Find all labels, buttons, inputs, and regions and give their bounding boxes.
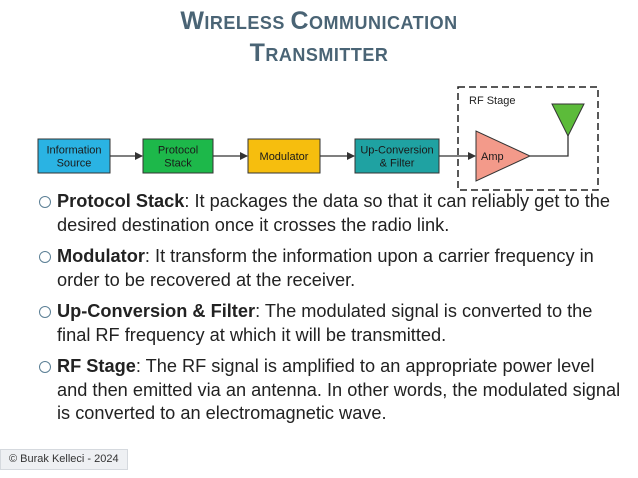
amplifier-triangle xyxy=(475,130,532,182)
list-item: Up-Conversion & Filter: The modulated si… xyxy=(36,300,626,347)
description: : It packages the data so that it can re… xyxy=(57,191,611,235)
title-initial: W xyxy=(180,7,205,35)
antenna-icon xyxy=(551,103,585,138)
title-text: RANSMITTER xyxy=(265,45,389,65)
block-up-conversion-filter: Up-Conversion& Filter xyxy=(354,138,440,174)
rf-stage-box xyxy=(457,86,599,191)
block-label: Up-Conversion& Filter xyxy=(360,145,433,170)
list-item: Protocol Stack: It packages the data so … xyxy=(36,190,626,237)
description: : The modulated signal is converted to t… xyxy=(57,301,593,345)
amp-label: Amp xyxy=(481,151,504,163)
rf-stage-label: RF Stage xyxy=(469,95,515,107)
title-line-1: WIRELESS COMMUNICATION xyxy=(0,6,638,38)
title-text: IRELESS xyxy=(204,13,291,33)
block-box xyxy=(37,138,111,174)
block-label-line: Protocol xyxy=(158,145,198,157)
antenna-feed-line xyxy=(530,126,569,157)
block-modulator: Modulator xyxy=(247,138,321,174)
description-list: Protocol Stack: It packages the data so … xyxy=(36,190,626,434)
term: Protocol Stack xyxy=(57,191,185,211)
title-text: OMMUNICATION xyxy=(309,13,458,33)
block-label-line: Information xyxy=(46,145,101,157)
title-line-2: TRANSMITTER xyxy=(0,38,638,70)
term: Modulator xyxy=(57,246,145,266)
block-label-line: Stack xyxy=(164,158,192,170)
description: : The RF signal is amplified to an appro… xyxy=(57,356,621,423)
circle-bullet-icon xyxy=(39,306,51,318)
block-box xyxy=(142,138,214,174)
description: : It transform the information upon a ca… xyxy=(57,246,594,290)
term: Up-Conversion & Filter xyxy=(57,301,256,321)
list-item: Modulator: It transform the information … xyxy=(36,245,626,292)
term: RF Stage xyxy=(57,356,136,376)
block-box xyxy=(354,138,440,174)
circle-bullet-icon xyxy=(39,196,51,208)
list-item: RF Stage: The RF signal is amplified to … xyxy=(36,355,626,426)
copyright-footer: © Burak Kelleci - 2024 xyxy=(0,449,128,470)
block-label-line: & Filter xyxy=(380,158,415,170)
title-initial: T xyxy=(249,39,266,67)
page-title: WIRELESS COMMUNICATION TRANSMITTER xyxy=(0,6,638,70)
circle-bullet-icon xyxy=(39,251,51,263)
block-label-line: Up-Conversion xyxy=(360,145,433,157)
circle-bullet-icon xyxy=(39,361,51,373)
block-label-line: Source xyxy=(57,158,92,170)
title-initial: C xyxy=(290,7,310,35)
block-label: Modulator xyxy=(260,151,309,163)
block-label-line: Modulator xyxy=(260,151,309,163)
